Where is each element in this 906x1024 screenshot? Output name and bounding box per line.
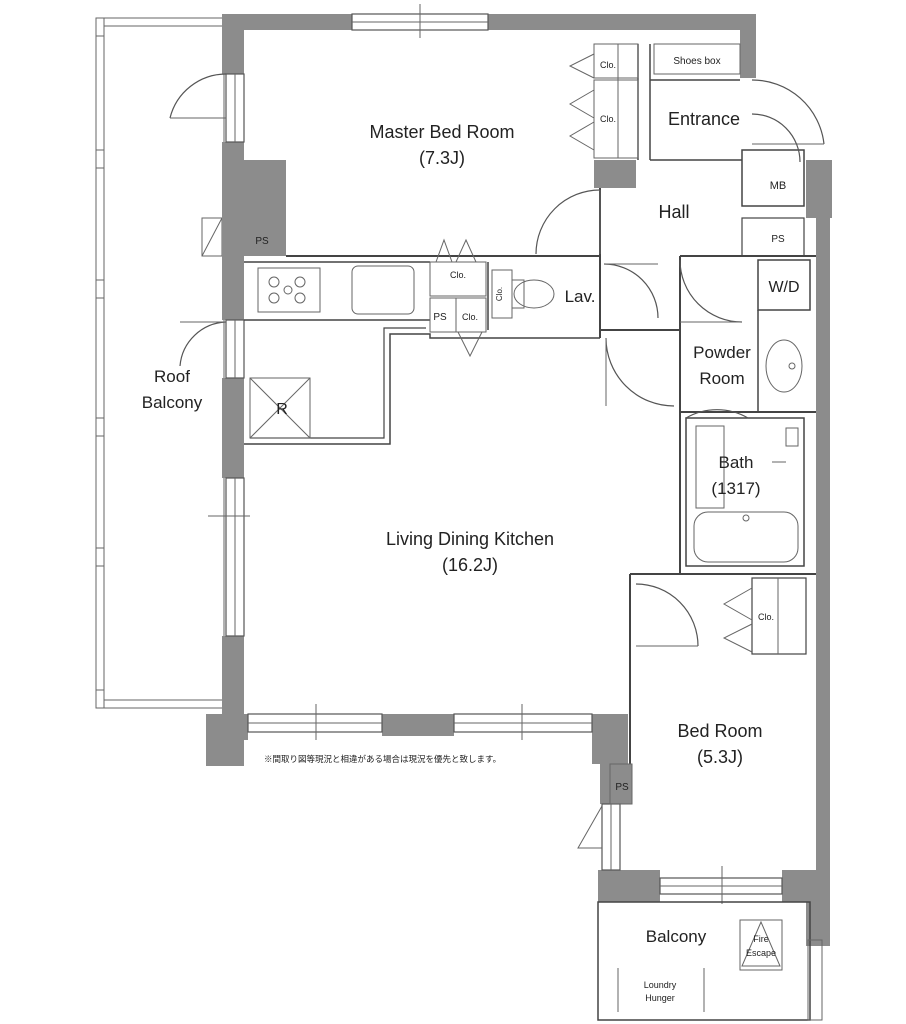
refrigerator-label: R — [276, 401, 288, 418]
wd-label: W/D — [768, 279, 799, 296]
clo-label: Clo. — [600, 60, 616, 70]
ps-label: PS — [615, 782, 629, 793]
master-bed-room-name: Master Bed Room — [369, 122, 514, 142]
entrance-label: Entrance — [668, 109, 740, 129]
clo-label-vertical: Clo. — [495, 287, 504, 301]
ps-label: PS — [255, 236, 269, 247]
roof-balcony-line2: Balcony — [142, 393, 203, 412]
ps-label: PS — [433, 312, 447, 323]
ldk-name: Living Dining Kitchen — [386, 529, 554, 549]
powder-room-line2: Room — [699, 369, 744, 388]
clo-label: Clo. — [450, 270, 466, 280]
master-bed-room-size: (7.3J) — [419, 148, 465, 168]
roof-balcony-line1: Roof — [154, 367, 190, 386]
clo-label: Clo. — [758, 612, 774, 622]
room-labels: Master Bed Room (7.3J) Entrance Shoes bo… — [142, 56, 800, 1003]
clo-label: Clo. — [462, 312, 478, 322]
lav-label: Lav. — [565, 287, 596, 306]
bath-label: Bath — [719, 453, 754, 472]
fixtures — [249, 43, 803, 1012]
ldk-size: (16.2J) — [442, 555, 498, 575]
windows — [208, 4, 783, 904]
ps-label: PS — [771, 234, 785, 245]
clo-label: Clo. — [600, 114, 616, 124]
walls — [206, 14, 832, 946]
small-labels: Clo. Clo. Clo. Clo. Clo. Clo. PS PS PS P… — [255, 60, 785, 793]
fire-escape-line1: Fire — [753, 934, 769, 944]
disclaimer-note: ※間取り図等現況と相違がある場合は現況を優先と致します。 — [264, 754, 501, 764]
roof-balcony-outline — [95, 17, 225, 709]
door-swings — [169, 73, 825, 647]
laundry-line2: Hunger — [645, 993, 675, 1003]
shoes-box-label: Shoes box — [673, 56, 720, 67]
hall-label: Hall — [658, 202, 689, 222]
fire-escape-line2: Escape — [746, 948, 776, 958]
laundry-line1: Loundry — [644, 980, 677, 990]
bath-size: (1317) — [711, 479, 760, 498]
bed-room-size: (5.3J) — [697, 747, 743, 767]
interior-walls — [244, 44, 823, 1021]
mb-label: MB — [770, 180, 787, 192]
powder-room-line1: Powder — [693, 343, 751, 362]
balcony-label: Balcony — [646, 927, 707, 946]
bed-room-name: Bed Room — [677, 721, 762, 741]
